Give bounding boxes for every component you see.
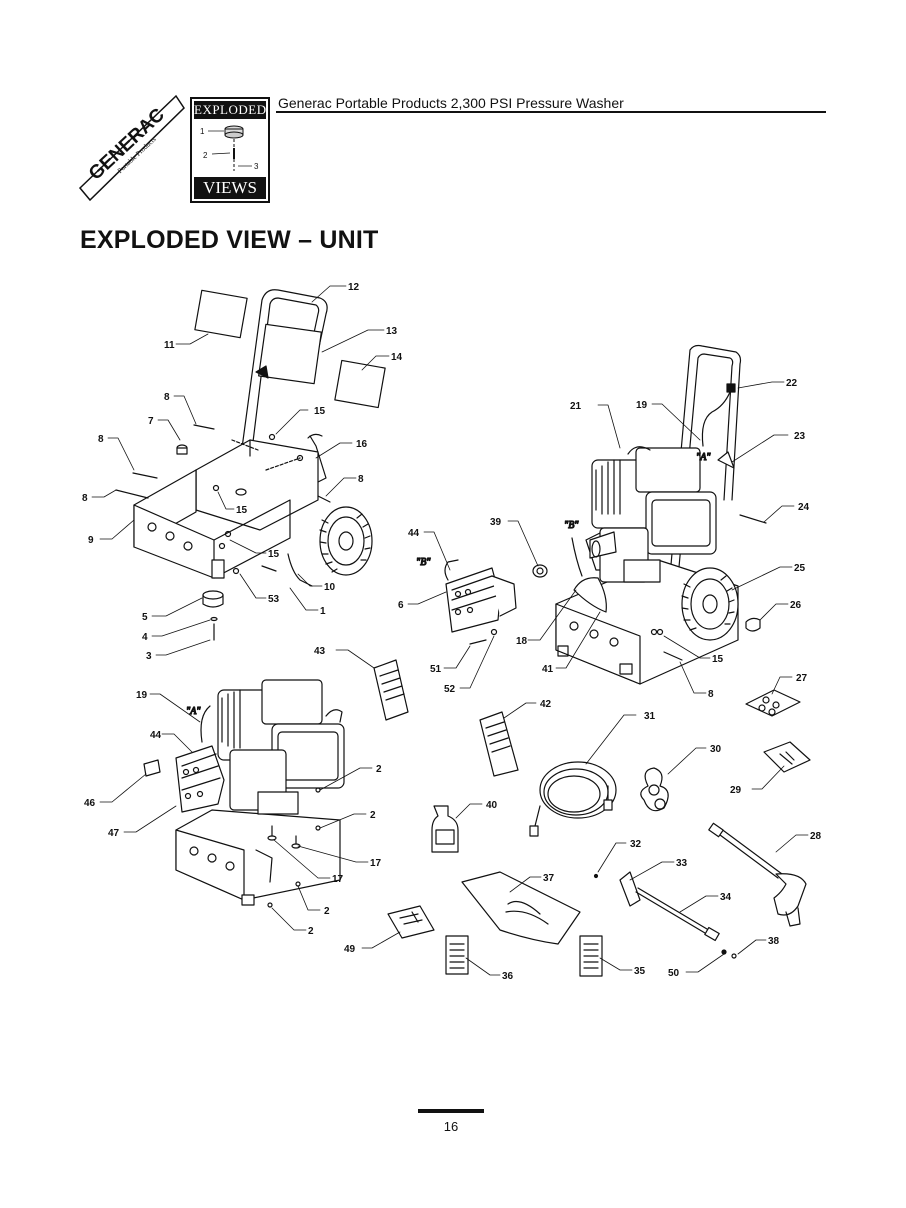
callout-label: 30 [710, 744, 722, 755]
badge-callout-2: 2 [203, 151, 208, 160]
callout-label: 44 [150, 730, 162, 741]
callout-label: 23 [794, 431, 806, 442]
assembled-unit [469, 344, 767, 685]
callout-label: 42 [540, 699, 552, 710]
callout-label: 5 [142, 612, 148, 623]
callout-label: 2 [308, 926, 314, 937]
callout-label: 15 [268, 549, 280, 560]
callout-label: 34 [720, 892, 732, 903]
leader-lines [91, 285, 809, 976]
document-header-title: Generac Portable Products 2,300 PSI Pres… [278, 95, 624, 111]
callout-label: 8 [708, 689, 714, 700]
callout-label: 24 [798, 502, 810, 513]
callout-label: 49 [344, 944, 356, 955]
assembled-unit-side [143, 679, 345, 908]
frame-assembly [115, 289, 386, 641]
callout-label: 53 [268, 594, 280, 605]
page-number-rule [418, 1109, 484, 1113]
callout-label: 26 [790, 600, 802, 611]
callout-label: 2 [376, 764, 382, 775]
callout-label: 22 [786, 378, 798, 389]
callout-label: 29 [730, 785, 742, 796]
engine-bottom-left [217, 679, 345, 815]
callout-label: 11 [164, 340, 175, 351]
engine-top-right [585, 446, 717, 583]
callout-label: 47 [108, 828, 120, 839]
callout-label: 25 [794, 563, 806, 574]
callout-label: 2 [324, 906, 330, 917]
callout-label: 37 [543, 873, 555, 884]
callout-label: 15 [712, 654, 724, 665]
callout-label: 18 [516, 636, 528, 647]
callout-label: 6 [398, 600, 404, 611]
badge-illustration: 1 2 3 [200, 125, 259, 171]
accessories [373, 659, 811, 977]
callout-label: 19 [136, 690, 148, 701]
callout-label: 8 [358, 474, 364, 485]
wheel-right [681, 567, 739, 641]
page-title: EXPLODED VIEW – UNIT [80, 226, 379, 254]
badge-title-top: EXPLODED [194, 101, 267, 119]
callout-label: 7 [148, 416, 154, 427]
callout-label: 40 [486, 800, 498, 811]
callout-label: 35 [634, 966, 646, 977]
callout-label: 31 [644, 711, 656, 722]
badge-title-bottom: VIEWS [194, 177, 266, 199]
view-marker-a: "A" [696, 452, 711, 463]
view-marker-b: "B" [564, 520, 579, 531]
callout-label: 16 [356, 439, 368, 450]
callout-label: 38 [768, 936, 780, 947]
callout-label: 50 [668, 968, 680, 979]
callout-label: 10 [324, 582, 336, 593]
callout-label: 51 [430, 664, 442, 675]
callout-label: 28 [810, 831, 822, 842]
callout-label: 33 [676, 858, 688, 869]
page-number: 16 [443, 1119, 459, 1134]
callout-label: 19 [636, 400, 648, 411]
exploded-views-badge: EXPLODED 1 2 3 VIEWS [190, 97, 270, 203]
callout-label: 46 [84, 798, 96, 809]
callout-label: 9 [88, 535, 94, 546]
callout-label: 8 [82, 493, 88, 504]
callout-label: 43 [314, 646, 326, 657]
view-marker-a: "A" [186, 706, 201, 717]
callout-label: 15 [236, 505, 248, 516]
callout-label: 13 [386, 326, 398, 337]
generac-logo: GENERAC Portable Products [76, 92, 188, 204]
pump-assembly [444, 559, 517, 633]
callout-label: 4 [142, 632, 148, 643]
callout-label: 8 [98, 434, 104, 445]
callout-label: 52 [444, 684, 456, 695]
callout-label: 14 [391, 352, 403, 363]
callout-label: 21 [570, 401, 582, 412]
callout-label: 15 [314, 406, 326, 417]
badge-callout-1: 1 [200, 127, 205, 136]
callout-label: 3 [146, 651, 152, 662]
callout-label: 41 [542, 664, 554, 675]
callout-label: 27 [796, 673, 808, 684]
callout-label: 17 [332, 874, 344, 885]
callout-label: 1 [320, 606, 326, 617]
callout-label: 36 [502, 971, 514, 982]
callout-label: 2 [370, 810, 376, 821]
callout-label: 44 [408, 528, 420, 539]
callout-label: 39 [490, 517, 502, 528]
callout-label: 12 [348, 282, 360, 293]
callout-label: 8 [164, 392, 170, 403]
callout-label: 17 [370, 858, 382, 869]
callout-label: 32 [630, 839, 642, 850]
wheel-left [319, 506, 373, 576]
header-rule [276, 111, 826, 113]
view-marker-b: "B" [416, 557, 431, 568]
badge-callout-3: 3 [254, 162, 259, 171]
callout-labels: 12 13 11 14 8 15 7 16 8 8 8 9 15 15 10 5… [82, 282, 822, 982]
